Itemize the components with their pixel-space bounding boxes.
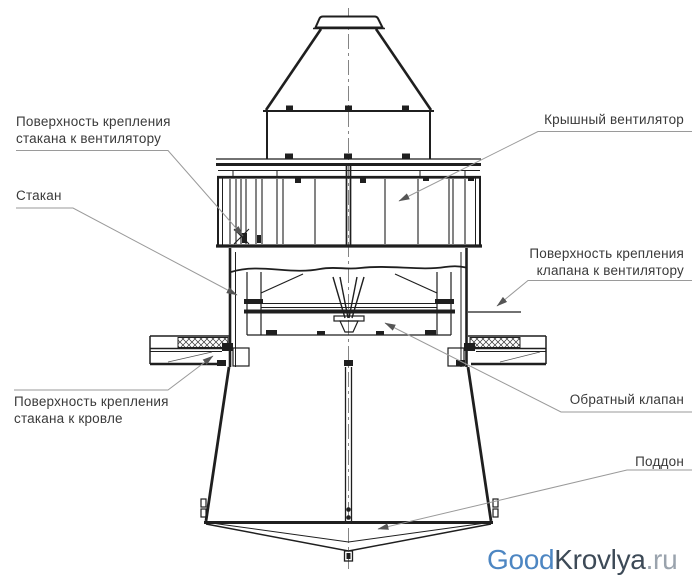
label-line: клапана к вентилятору — [536, 262, 684, 278]
leader-cup — [16, 207, 238, 296]
check-valve-assembly — [244, 272, 455, 336]
label-line: Стакан — [16, 188, 62, 203]
leader-surface-valve-to-fan — [496, 280, 692, 307]
mounting-deck — [216, 153, 481, 181]
label-line: Поверхность крепления — [14, 394, 169, 409]
label-line: Поверхность крепления — [16, 114, 171, 129]
watermark-part-good: Good — [487, 544, 555, 575]
diffuser-cone — [263, 28, 434, 112]
leader-surface-cup-to-roof — [14, 355, 214, 391]
label-pan: Поддон — [635, 454, 684, 471]
label-line: стакана к вентилятору — [16, 130, 162, 146]
label-surface-cup-to-fan: Поверхность крепления стакана к вентилят… — [16, 114, 171, 147]
leader-surface-cup-to-fan — [16, 150, 244, 237]
fan-neck — [266, 112, 431, 159]
watermark-part-krovlya: Krovlya — [554, 544, 646, 575]
label-check-valve: Обратный клапан — [570, 392, 684, 409]
label-roof-fan: Крышный вентилятор — [544, 112, 684, 129]
roof-left — [149, 335, 250, 367]
label-line: Поддон — [635, 454, 684, 469]
leader-lines — [14, 131, 692, 530]
skirt — [200, 366, 499, 524]
leader-check-valve — [384, 322, 692, 413]
label-surface-valve-to-fan: Поверхность крепления клапана к вентилят… — [529, 246, 684, 279]
label-cup: Стакан — [16, 188, 62, 205]
site-watermark: GoodKrovlya.ru — [487, 544, 678, 575]
label-line: Крышный вентилятор — [544, 112, 684, 127]
label-surface-cup-to-roof: Поверхность крепления стакана к кровле — [14, 394, 169, 427]
leader-roof-fan — [398, 131, 692, 202]
roof-right — [447, 335, 547, 367]
label-line: Обратный клапан — [569, 392, 684, 407]
top-cap — [313, 15, 385, 30]
drip-pan — [205, 523, 492, 562]
watermark-part-ru: .ru — [645, 544, 678, 575]
label-line: Поверхность крепления — [529, 246, 684, 261]
leader-pan — [377, 469, 692, 530]
fan-impeller-band — [216, 166, 482, 248]
label-line: стакана к кровле — [14, 410, 123, 426]
